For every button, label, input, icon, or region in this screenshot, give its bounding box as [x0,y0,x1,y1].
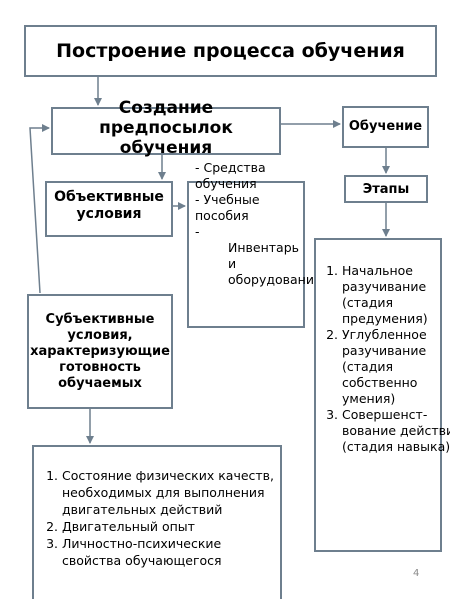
objective-conditions-label: Объективные условия [54,189,164,222]
means-item: - [195,224,200,239]
training-box: Обучение [342,106,429,148]
training-label: Обучение [348,119,423,134]
condition-list-box: Состояние физических качеств, необходимы… [32,445,282,599]
means-item: - Учебные пособия [195,192,260,223]
means-list: - Средства обучения - Учебные пособия - … [195,160,322,288]
title-box: Построение процесса обучения [24,25,437,77]
stages-label: Этапы [362,181,410,197]
arrow-subjective-to-prereq [29,124,50,294]
list-item: Начальное разучивание (стадия предумения… [342,263,450,327]
objective-conditions-box: Объективные условия [45,181,173,237]
means-item: - Средства обучения [195,160,266,191]
subjective-conditions-label: Субъективные условия, характеризующие го… [30,311,170,391]
stage-list-box: Начальное разучивание (стадия предумения… [314,238,450,552]
list-item: Совершенст-вование действия (стадия навы… [342,407,450,455]
stage-list: Начальное разучивание (стадия предумения… [316,263,450,455]
means-box: - Средства обучения - Учебные пособия - … [187,160,322,328]
list-item: Углубленное разучивание (стадия собствен… [342,327,450,407]
list-item: Личностно-психические свойства обучающег… [62,535,282,569]
prerequisites-box: Создание предпосылок обучения [51,98,281,158]
list-item: Двигательный опыт [62,518,282,535]
page-number: 4 [413,568,420,579]
means-item: Инвентарь и оборудование [228,240,322,287]
prerequisites-label: Создание предпосылок обучения [99,98,233,158]
list-item: Состояние физических качеств, необходимы… [62,467,282,518]
stages-box: Этапы [344,175,428,203]
diagram-title: Построение процесса обучения [56,39,405,62]
condition-list: Состояние физических качеств, необходимы… [34,467,282,569]
subjective-conditions-box: Субъективные условия, характеризующие го… [27,294,173,409]
